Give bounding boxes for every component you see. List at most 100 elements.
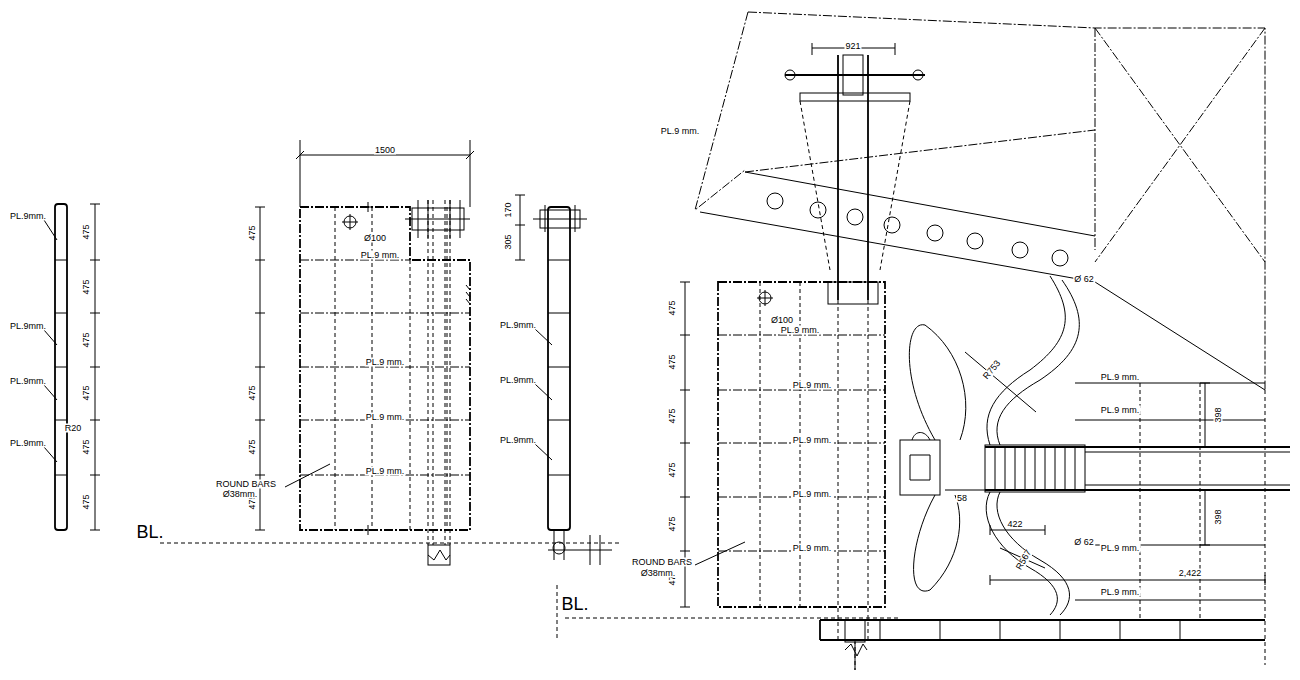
stern-arrangement-line bbox=[718, 335, 885, 551]
stern-arrangement bbox=[565, 12, 1290, 670]
dimension: 475 bbox=[82, 493, 91, 510]
plate-note: PL.9 mm. bbox=[360, 251, 401, 260]
plate-note: PL.9mm. bbox=[9, 212, 47, 221]
rudder-side-view-line bbox=[342, 214, 358, 230]
plate-note: PL.9 mm. bbox=[780, 326, 821, 335]
stern-arrangement-line bbox=[828, 282, 878, 304]
rudder-edge-view-line bbox=[548, 260, 570, 475]
stern-arrangement-line bbox=[927, 225, 943, 241]
radius-dimension: R753 bbox=[981, 358, 1003, 382]
dimension: 475 bbox=[82, 278, 91, 295]
stern-arrangement-line bbox=[990, 575, 1265, 585]
stern-arrangement-line bbox=[785, 74, 925, 76]
baseline-mark: BL. bbox=[560, 595, 589, 613]
stern-arrangement-line bbox=[910, 455, 930, 480]
stern-arrangement-line bbox=[820, 620, 1265, 640]
rudder-side-view-line bbox=[428, 200, 450, 545]
stern-arrangement-line bbox=[800, 101, 910, 270]
dimension: 398 bbox=[1214, 406, 1223, 423]
stern-arrangement-line bbox=[1140, 383, 1265, 665]
dimension: 398 bbox=[1214, 508, 1223, 525]
edge-view-line bbox=[55, 260, 67, 475]
rudder-side-view bbox=[160, 140, 620, 565]
rudder-edge-view-line bbox=[515, 195, 525, 260]
stern-arrangement-line bbox=[800, 93, 910, 101]
stern-arrangement-line bbox=[718, 282, 885, 607]
rudder-side-view-line bbox=[160, 543, 620, 544]
stern-arrangement-line bbox=[1012, 242, 1028, 258]
stern-arrangement-line bbox=[695, 542, 745, 565]
rudder-edge-view-line bbox=[548, 207, 570, 530]
dimension: 475 bbox=[248, 224, 257, 241]
stern-arrangement-line bbox=[1095, 28, 1265, 262]
stern-arrangement-line bbox=[1075, 383, 1265, 600]
diameter-dimension: Ø 62 bbox=[1073, 538, 1095, 547]
stern-arrangement-line bbox=[945, 490, 985, 491]
plate-note: PL.9 mm. bbox=[1100, 373, 1141, 382]
stern-arrangement-line bbox=[695, 12, 1265, 390]
rudder-side-view-line bbox=[285, 464, 330, 487]
stern-arrangement-line bbox=[1052, 250, 1068, 266]
rudder-side-view-line bbox=[405, 200, 470, 238]
baseline-mark: BL. bbox=[135, 523, 164, 541]
stern-arrangement-line bbox=[565, 618, 900, 670]
dimension: 422 bbox=[1006, 520, 1023, 529]
stern-arrangement-line bbox=[767, 193, 783, 209]
diameter-dimension: Ø38mm. bbox=[222, 490, 259, 499]
diameter-dimension: Ø 62 bbox=[1073, 275, 1095, 284]
stern-arrangement-line bbox=[700, 172, 1265, 390]
plate-note: PL.9 mm. bbox=[1100, 588, 1141, 597]
rudder-side-view-line bbox=[428, 545, 450, 565]
stern-arrangement-line bbox=[757, 290, 773, 306]
stern-arrangement-line bbox=[995, 447, 1075, 490]
stern-arrangement-line bbox=[965, 352, 1045, 568]
stern-arrangement-line bbox=[985, 447, 1290, 490]
stern-arrangement-line bbox=[845, 620, 865, 642]
rudder-edge-view-line bbox=[553, 542, 565, 554]
radius-dimension: R567 bbox=[1014, 548, 1034, 573]
dimension: 475 bbox=[248, 384, 257, 401]
stern-arrangement-line bbox=[810, 202, 826, 218]
stern-arrangement-line bbox=[900, 440, 940, 495]
plate-note: PL.9 mm. bbox=[660, 127, 701, 136]
stern-arrangement-line bbox=[880, 620, 1180, 640]
stern-arrangement-line bbox=[967, 233, 983, 249]
plate-note: PL.9 mm. bbox=[792, 544, 833, 553]
plate-note: PL.9mm. bbox=[499, 376, 537, 385]
plate-note: PL.9 mm. bbox=[1100, 406, 1141, 415]
radius-dimension: R20 bbox=[64, 424, 83, 433]
dimension: 2,422 bbox=[1178, 569, 1203, 578]
plate-note: PL.9mm. bbox=[499, 321, 537, 330]
stern-arrangement-line bbox=[986, 492, 1057, 615]
stern-arrangement-line bbox=[914, 495, 960, 591]
stern-arrangement-line bbox=[845, 642, 867, 670]
plate-note: PL.9 mm. bbox=[792, 490, 833, 499]
edge-view-line bbox=[44, 220, 57, 462]
stern-arrangement-line bbox=[838, 55, 868, 300]
dimension: 475 bbox=[82, 223, 91, 240]
dimension: 305 bbox=[504, 233, 513, 250]
dimension: 1500 bbox=[374, 146, 396, 155]
plate-note: PL.9 mm. bbox=[365, 358, 406, 367]
plate-note: PL.9 mm. bbox=[792, 381, 833, 390]
plate-note: PL.9 mm. bbox=[792, 436, 833, 445]
stern-arrangement-line bbox=[997, 492, 1070, 615]
dimension: 170 bbox=[504, 201, 513, 218]
stern-arrangement-line bbox=[913, 70, 923, 80]
rudder-edge-view bbox=[515, 195, 612, 640]
dimension: 475 bbox=[668, 407, 677, 424]
stern-arrangement-line bbox=[884, 217, 900, 233]
dimension: 475 bbox=[82, 384, 91, 401]
stern-arrangement-line bbox=[909, 325, 965, 440]
rudder-side-view-line bbox=[428, 550, 450, 560]
diameter-dimension: Ø100 bbox=[770, 316, 794, 325]
dimension: 475 bbox=[668, 299, 677, 316]
stern-arrangement-line bbox=[997, 280, 1079, 445]
dimension: 475 bbox=[668, 461, 677, 478]
dimension: 475 bbox=[248, 438, 257, 455]
stern-arrangement-line bbox=[760, 282, 868, 640]
plate-note: PL.9mm. bbox=[499, 436, 537, 445]
plate-note: PL.9mm. bbox=[9, 322, 47, 331]
rudder-edge-view-line bbox=[557, 585, 558, 640]
